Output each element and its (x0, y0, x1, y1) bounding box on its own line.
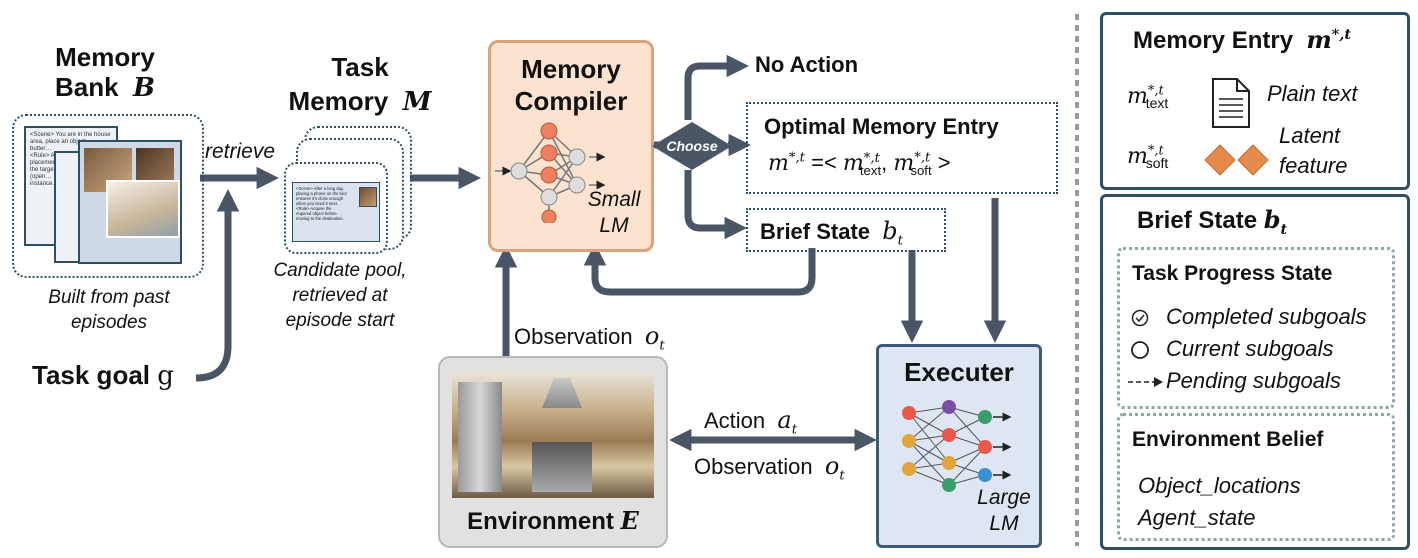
brief-state-label: Brief State bt (760, 217, 903, 249)
brief-state-box: Brief State bt (746, 208, 946, 252)
legend-pending-label: Pending subgoals (1166, 368, 1341, 393)
task-memory-card: <Scene> After a long day, placing a phon… (292, 182, 380, 242)
task-memory-card-image (359, 187, 377, 207)
legend-memory-entry-title: Memory Entry m*,t (1133, 25, 1351, 54)
task-memory-title-line1: Task (331, 52, 389, 82)
legend-progress-title: Task Progress State (1132, 262, 1333, 285)
memory-bank-title: Memory Bank B (30, 42, 180, 103)
legend-current-label: Current subgoals (1166, 336, 1334, 361)
arrow-to-brief-state (684, 170, 747, 240)
legend-plain-text-label: Plain text (1267, 81, 1358, 106)
choose-label: Choose (666, 138, 718, 154)
task-memory-title: Task Memory M (270, 50, 450, 119)
memory-compiler-box: Memory Compiler Small LM (488, 40, 654, 252)
environment-label: Environment E (467, 506, 639, 535)
environment-box: Environment E (438, 356, 668, 548)
circle-icon (1131, 341, 1149, 359)
memory-bank-title-line1: Memory (55, 42, 155, 72)
kitchen-image (452, 372, 654, 498)
task-memory-title-line2: Memory (288, 86, 389, 116)
task-goal-text: Task goal (32, 360, 151, 390)
legend-belief-item: Agent_state (1138, 505, 1256, 530)
memory-compiler-subtitle: Small LM (587, 188, 641, 237)
task-goal-label: Task goal g (32, 360, 174, 391)
legend-latent-feature-label: Latent feature (1279, 123, 1348, 178)
arrow-to-no-action (684, 54, 749, 120)
memory-card-front (78, 140, 182, 264)
optimal-entry-box: Optimal Memory Entry m*,t =< m*,ttext, m… (746, 102, 1058, 194)
task-memory-container: <Scene> After a long day, placing a phon… (284, 162, 388, 254)
memory-bank-symbol: B (133, 73, 155, 103)
check-circle-icon (1131, 309, 1149, 327)
observation-bottom-label: Observation ot (694, 452, 845, 484)
large-network-icon (902, 400, 1012, 492)
document-icon (1212, 78, 1250, 128)
observation-top-label: Observation ot (514, 322, 665, 354)
memory-bank-container: <Scene> You are in the house area, place… (12, 114, 204, 278)
arrow-task-goal-to-retrieve (195, 189, 240, 382)
executer-title: Executer (904, 357, 1014, 387)
task-memory-caption: Candidate pool, retrieved at episode sta… (273, 260, 407, 331)
legend-belief-box: Environment Belief Object_locations Agen… (1117, 413, 1395, 541)
legend-m-text: m*,ttext (1127, 83, 1169, 112)
legend-belief-items: Object_locations Agent_state (1138, 470, 1301, 534)
legend-completed-label: Completed subgoals (1166, 304, 1367, 329)
no-action-label: No Action (755, 52, 859, 77)
memory-compiler-title: Memory Compiler (514, 54, 628, 116)
action-label: Action at (704, 406, 798, 438)
memory-bank-caption: Built from past episodes (48, 287, 170, 333)
oven-shape (532, 442, 592, 492)
hood-shape (542, 378, 582, 408)
executer-subtitle: Large LM (977, 486, 1031, 535)
legend-brief-state-box: Brief State bt Task Progress State Compl… (1100, 194, 1410, 550)
latent-diamonds-icon (1204, 144, 1269, 176)
small-network-icon (495, 122, 606, 223)
task-memory-symbol: M (402, 87, 432, 117)
optimal-entry-title: Optimal Memory Entry (764, 114, 999, 139)
legend-m-soft: m*,tsoft (1127, 143, 1169, 172)
legend-belief-item: Object_locations (1138, 473, 1301, 498)
retrieve-label: retrieve (205, 140, 276, 163)
room-image-3 (106, 180, 180, 238)
legend-memory-entry-box: Memory Entry m*,t m*,ttext Plain text m*… (1100, 12, 1410, 190)
dash-arrow-icon (1128, 377, 1163, 387)
memory-bank-title-line2: Bank (54, 72, 119, 102)
legend-progress-box: Task Progress State Completed subgoals C… (1117, 247, 1395, 409)
legend-brief-state-title: Brief State bt (1137, 205, 1288, 238)
executer-box: Executer Large LM (876, 344, 1042, 548)
legend-belief-title: Environment Belief (1132, 428, 1324, 451)
task-memory-card-text: <Scene> After a long day, placing a phon… (296, 186, 347, 221)
optimal-entry-formula: m*,t =< m*,ttext, m*,tsoft > (768, 150, 951, 179)
arrow-brief-state-feedback (583, 243, 816, 296)
task-goal-symbol: g (157, 361, 174, 391)
choose-diamond: Choose (652, 122, 732, 170)
fridge-shape (458, 382, 502, 492)
